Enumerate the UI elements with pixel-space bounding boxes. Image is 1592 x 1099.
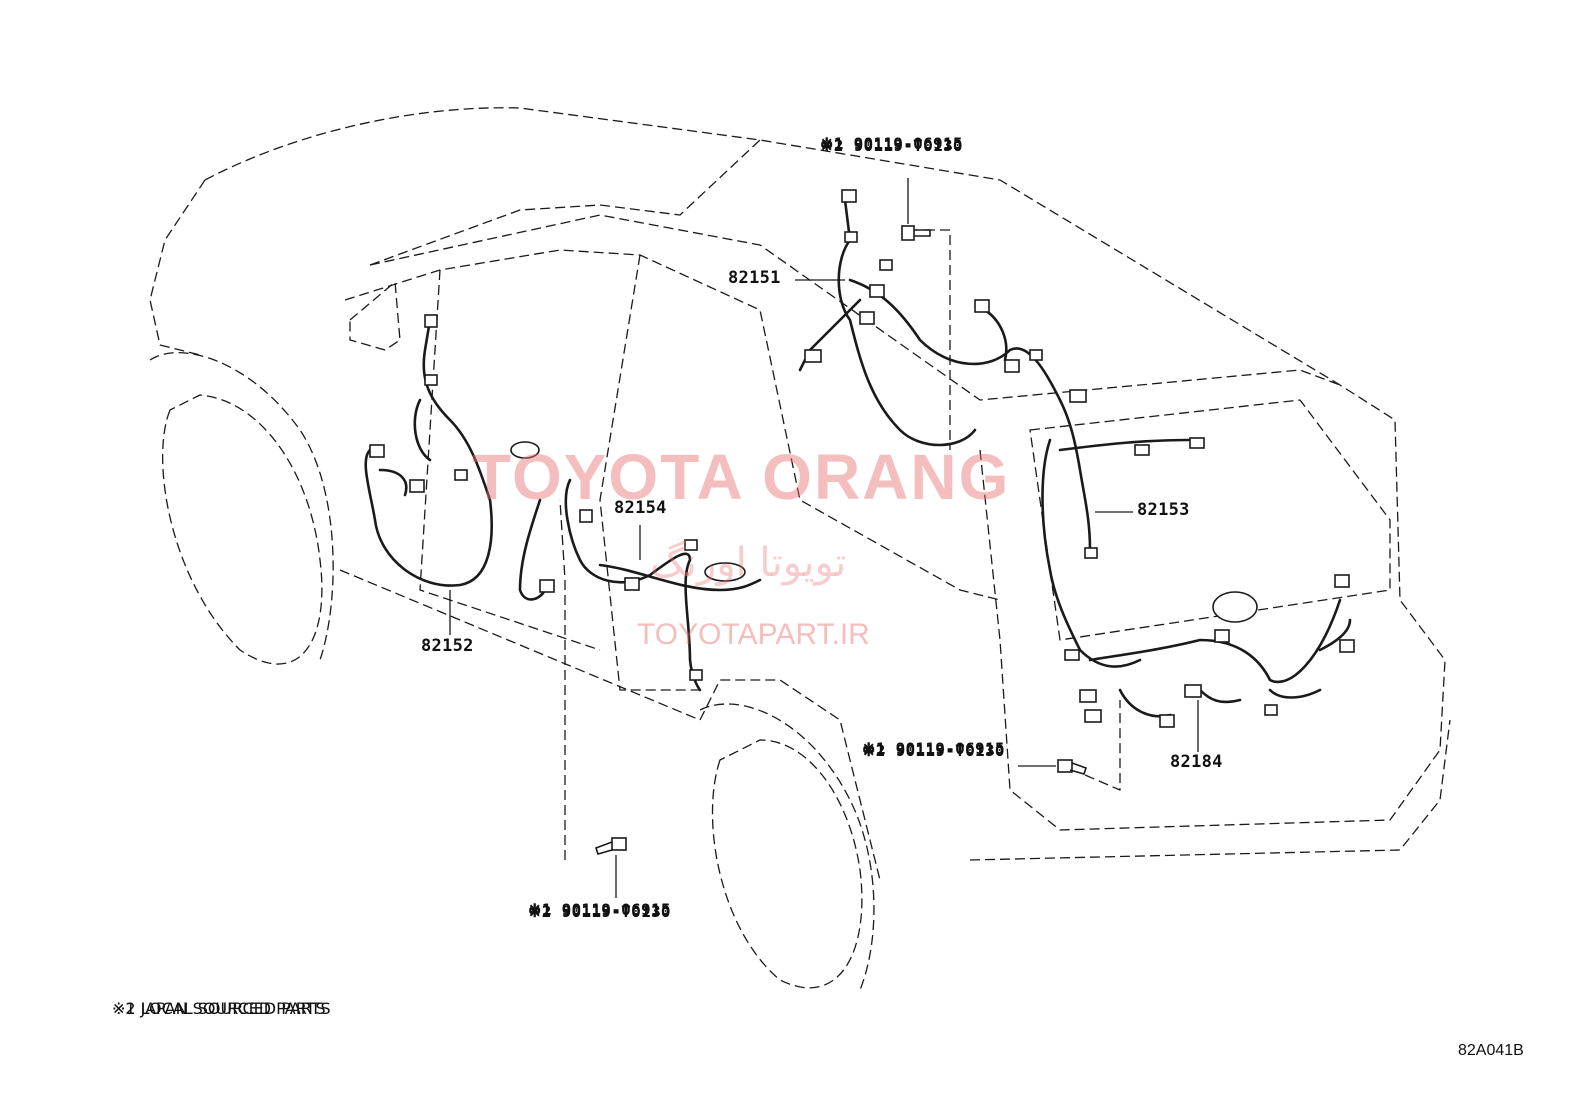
connector: [841, 189, 857, 203]
connector: [1184, 684, 1202, 698]
connector: [974, 299, 990, 313]
vehicle-outline-roof: [204, 107, 1341, 386]
rear-emblem: [1212, 591, 1258, 623]
bolt-icon: [901, 225, 931, 241]
connector: [369, 444, 385, 458]
bolt-icon: [594, 837, 627, 855]
vehicle-outline-backdoor-window: [1029, 399, 1391, 641]
connector: [1079, 689, 1097, 703]
bolt-icon: [1057, 759, 1088, 775]
connector: [409, 479, 425, 493]
watermark-url: TOYOTAPART.IR: [637, 618, 870, 651]
connector: [1189, 437, 1205, 449]
harness-82184: [1088, 598, 1352, 718]
connector: [684, 539, 698, 551]
note-japan-sourced: ※1 JAPAN SOURCED PARTS: [112, 999, 326, 1018]
connector: [424, 314, 438, 328]
watermark-brand: TOYOTA ORANG: [472, 441, 1011, 513]
vehicle-outline-rocker: [339, 569, 881, 881]
connector: [1334, 574, 1350, 588]
connector: [804, 349, 822, 363]
connector: [869, 284, 885, 298]
bolt-part-local: ※2 90119-T0130: [820, 136, 963, 155]
figure-code: 82A041B: [1458, 1042, 1524, 1059]
vehicle-outline-side-upper: [344, 249, 1001, 601]
bolt-part-japan: ※1 90119-06915: [862, 739, 1005, 758]
connector: [579, 509, 593, 523]
connector: [1134, 444, 1150, 456]
connector: [624, 577, 640, 591]
connector: [424, 374, 438, 386]
connector: [844, 231, 858, 243]
connector: [539, 579, 555, 593]
courtesy-lamp: [510, 441, 540, 459]
bolt-part-japan: ※1 90119-06915: [528, 900, 671, 919]
connector: [1004, 359, 1020, 373]
vehicle-outline-door-rear: [599, 254, 700, 691]
vehicle-outline-mirror: [349, 281, 401, 351]
part-label-82184: 82184: [1170, 752, 1223, 772]
harness-82151: [798, 198, 1062, 447]
connector: [859, 311, 875, 325]
connector: [1264, 704, 1278, 716]
connector: [454, 469, 468, 481]
connector: [1069, 389, 1087, 403]
connector: [1029, 349, 1043, 361]
harness-82154: [518, 478, 762, 692]
bolt-part-japan: ※1 90119-06915: [820, 134, 963, 153]
ref-line-rear-bolt: [1084, 700, 1121, 791]
connector: [1339, 639, 1355, 653]
bolt-part-local: ※2 90119-T0130: [862, 741, 1005, 760]
vehicle-outline-front-wheel-arch: [149, 352, 334, 661]
part-label-82151: 82151: [728, 268, 781, 288]
vehicle-outline-bumper: [969, 719, 1451, 861]
courtesy-lamp: [704, 562, 746, 582]
harness-82153: [1041, 398, 1192, 668]
watermark-persian: تویوتا اورنگ: [650, 540, 847, 586]
connector: [689, 669, 703, 681]
vehicle-outline-hood: [149, 179, 206, 356]
vehicle-outline-front-wheel: [162, 394, 323, 665]
part-label-82154: 82154: [614, 498, 667, 518]
vehicle-outline-rear-wheel-arch: [699, 703, 875, 991]
vehicle-outline-rear-wheel: [711, 739, 863, 989]
connector: [1064, 649, 1080, 661]
connector: [1084, 709, 1102, 723]
harness-82152: [364, 318, 493, 587]
part-label-82152: 82152: [421, 636, 474, 656]
connector: [1159, 714, 1175, 728]
note-local-sourced: ※2 LOCAL SOURCED PARTS: [112, 999, 331, 1018]
ref-line-roof-bolt: [925, 229, 951, 450]
part-label-82153: 82153: [1137, 500, 1190, 520]
ref-line-floor-bolt: [559, 499, 566, 860]
connector: [1084, 547, 1098, 559]
vehicle-outline-windshield: [369, 139, 761, 266]
connector: [879, 259, 893, 271]
bolt-part-local: ※2 90119-T0130: [528, 902, 671, 921]
connector: [1214, 629, 1230, 643]
